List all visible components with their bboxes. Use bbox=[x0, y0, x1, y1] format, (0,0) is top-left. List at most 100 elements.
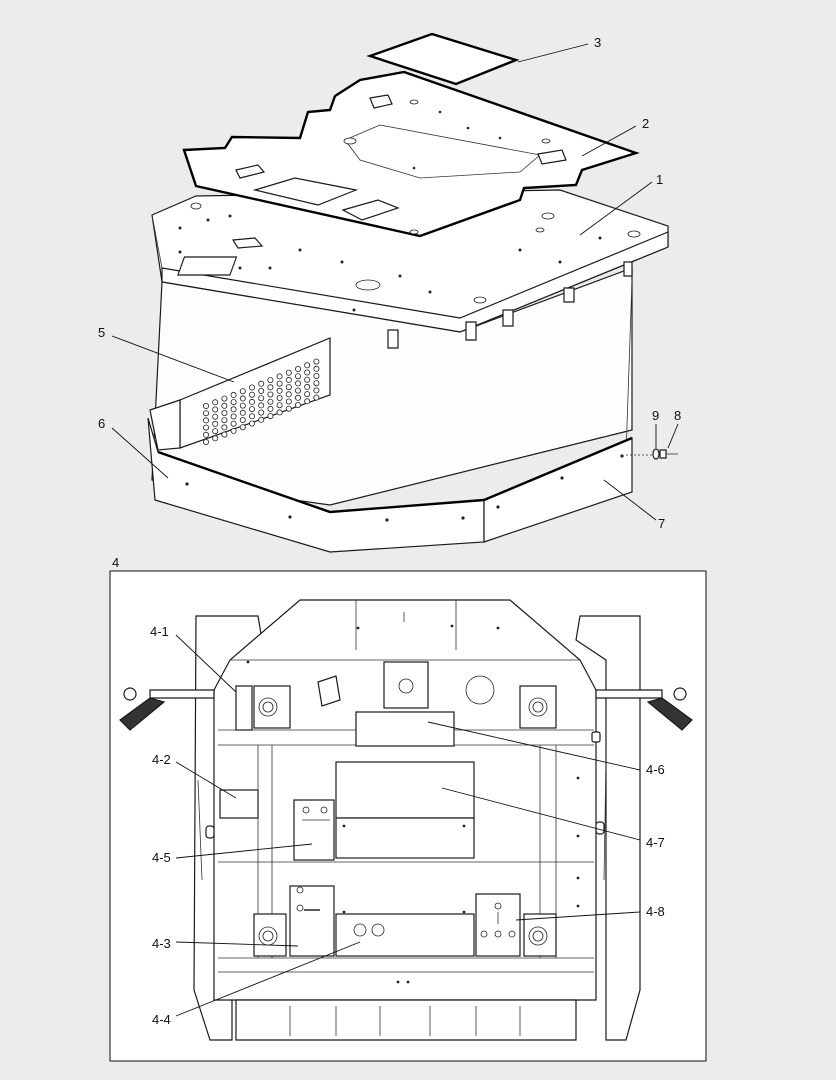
perforation-hole bbox=[258, 387, 265, 394]
perforation-hole bbox=[267, 391, 274, 398]
perforation-hole bbox=[212, 435, 219, 442]
perforation-hole bbox=[221, 409, 228, 416]
callout-4-7: 4-7 bbox=[646, 835, 665, 850]
perforation-hole bbox=[304, 369, 311, 376]
perforation-hole bbox=[212, 413, 219, 420]
perforation-hole bbox=[258, 402, 265, 409]
part-8-bolt bbox=[626, 449, 678, 459]
perforation-hole bbox=[313, 387, 320, 394]
perforation-hole bbox=[248, 391, 255, 398]
callout-2: 2 bbox=[642, 116, 649, 131]
perforation-hole bbox=[276, 380, 283, 387]
perforation-hole bbox=[248, 384, 255, 391]
part-9-washer bbox=[652, 448, 660, 460]
perforation-hole bbox=[202, 402, 209, 409]
callout-4-8: 4-8 bbox=[646, 904, 665, 919]
perforation-hole bbox=[212, 420, 219, 427]
perforation-hole bbox=[285, 384, 292, 391]
perforation-hole bbox=[202, 431, 209, 438]
detail-leaders bbox=[175, 634, 641, 1017]
perforation-hole bbox=[276, 409, 283, 416]
perforation-hole bbox=[285, 369, 292, 376]
perforation-hole bbox=[202, 424, 209, 431]
perforation-hole bbox=[285, 405, 292, 412]
perforation-hole bbox=[276, 373, 283, 380]
perforation-hole bbox=[221, 431, 228, 438]
perforation-hole bbox=[202, 438, 209, 445]
part-2-floor-mat bbox=[182, 70, 640, 238]
part-3-small-mat bbox=[366, 32, 520, 86]
perforation-hole bbox=[239, 395, 246, 402]
perforation-hole bbox=[313, 372, 320, 379]
detail-4-underbody bbox=[119, 599, 693, 1041]
part-1-floor-plate bbox=[151, 189, 669, 506]
perforation-hole bbox=[230, 420, 237, 427]
part-5-perforated-panel bbox=[149, 337, 331, 451]
perforation-hole bbox=[230, 413, 237, 420]
perforation-hole bbox=[230, 391, 237, 398]
callout-9: 9 bbox=[652, 408, 659, 423]
perforation-hole bbox=[248, 420, 255, 427]
perforation-hole bbox=[267, 398, 274, 405]
perforation-hole bbox=[212, 399, 219, 406]
perforation-hole bbox=[294, 401, 301, 408]
perforation-hole bbox=[276, 394, 283, 401]
perforation-hole bbox=[258, 395, 265, 402]
perforation-hole bbox=[285, 398, 292, 405]
perforation-hole bbox=[248, 406, 255, 413]
perforation-hole bbox=[239, 402, 246, 409]
perforation-hole bbox=[212, 406, 219, 413]
callout-4-3: 4-3 bbox=[152, 936, 171, 951]
callout-6: 6 bbox=[98, 416, 105, 431]
perforation-hole bbox=[276, 402, 283, 409]
perforation-hole bbox=[313, 380, 320, 387]
part-7-side-panel bbox=[483, 436, 633, 543]
perforation-hole bbox=[294, 373, 301, 380]
perforation-hole bbox=[202, 410, 209, 417]
perforation-hole bbox=[267, 405, 274, 412]
perforation-hole bbox=[267, 377, 274, 384]
perforation-hole bbox=[313, 394, 320, 401]
callout-4-6: 4-6 bbox=[646, 762, 665, 777]
perforation-hole bbox=[304, 362, 311, 369]
callout-4: 4 bbox=[112, 555, 119, 570]
callout-4-5: 4-5 bbox=[152, 850, 171, 865]
perforation-hole bbox=[285, 391, 292, 398]
perforation-hole bbox=[202, 417, 209, 424]
perforation-hole bbox=[248, 398, 255, 405]
callout-4-2: 4-2 bbox=[152, 752, 171, 767]
perforation-hole bbox=[258, 416, 265, 423]
perforation-hole bbox=[212, 428, 219, 435]
perforation-hole bbox=[258, 380, 265, 387]
perforation-hole bbox=[267, 384, 274, 391]
perforation-hole bbox=[221, 395, 228, 402]
callout-7: 7 bbox=[658, 516, 665, 531]
callout-1: 1 bbox=[656, 172, 663, 187]
perforation-hole bbox=[258, 409, 265, 416]
perforation-hole bbox=[294, 387, 301, 394]
perforation-hole bbox=[304, 391, 311, 398]
perforation-hole bbox=[239, 424, 246, 431]
perforation-hole bbox=[294, 380, 301, 387]
perforation-hole bbox=[239, 409, 246, 416]
callout-8: 8 bbox=[674, 408, 681, 423]
perforation-hole bbox=[221, 402, 228, 409]
perforation-hole bbox=[230, 427, 237, 434]
perforation-hole bbox=[230, 406, 237, 413]
callout-4-1: 4-1 bbox=[150, 624, 169, 639]
perforation-hole bbox=[239, 416, 246, 423]
perforation-hole bbox=[248, 413, 255, 420]
perforation-hole bbox=[276, 387, 283, 394]
callout-4-4: 4-4 bbox=[152, 1012, 171, 1027]
callout-5: 5 bbox=[98, 325, 105, 340]
perforation-hole bbox=[221, 417, 228, 424]
perforation-hole bbox=[313, 358, 320, 365]
top-leaders bbox=[111, 43, 679, 521]
perforation-hole bbox=[294, 365, 301, 372]
callout-3: 3 bbox=[594, 35, 601, 50]
perforation-hole bbox=[294, 394, 301, 401]
perforation-hole bbox=[285, 376, 292, 383]
perforation-hole bbox=[304, 383, 311, 390]
perforation-hole bbox=[304, 376, 311, 383]
